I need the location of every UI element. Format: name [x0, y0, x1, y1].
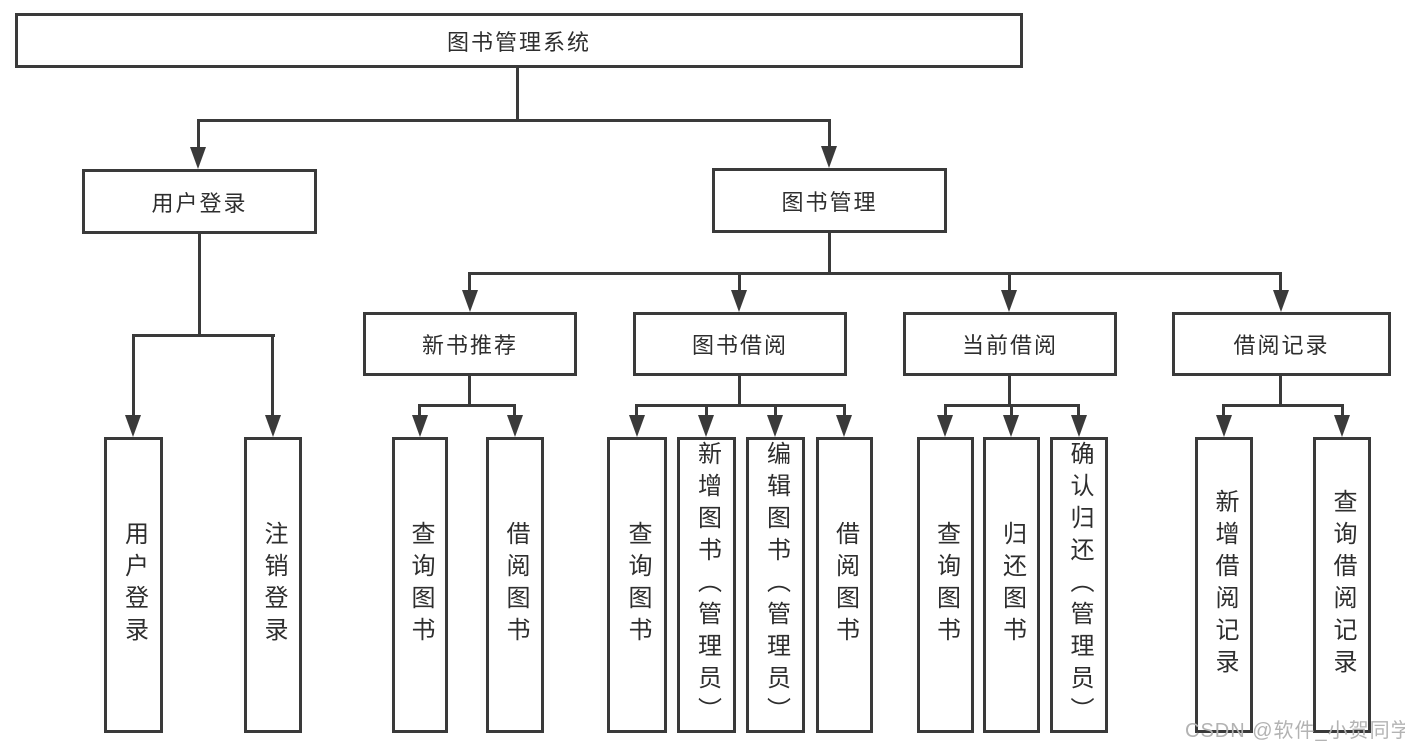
connector-line [468, 272, 1282, 275]
node-current-borrowing: 当前借阅 [903, 312, 1117, 376]
node-label: 查询图书 [932, 521, 960, 649]
node-label: 注销登录 [260, 521, 287, 649]
node-label: 确认归还（管理员） [1066, 441, 1093, 729]
node-label: 图书借阅 [691, 333, 788, 358]
arrowhead-icon [767, 415, 783, 437]
arrowhead-icon [821, 146, 837, 168]
node-label: 借阅图书 [502, 521, 529, 649]
connector-line [1341, 404, 1344, 420]
node-user-login: 用户登录 [82, 169, 317, 234]
node-book-borrowing: 图书借阅 [633, 312, 847, 376]
node-label: 图书管理 [781, 189, 878, 215]
csdn-watermark: CSDN @软件_小贺同学 [1185, 720, 1405, 742]
node-leaf-query-borrow-record: 查询借阅记录 [1313, 437, 1371, 733]
node-label: 编辑图书（管理员） [762, 441, 790, 729]
arrowhead-icon [507, 415, 523, 437]
connector-line [468, 272, 471, 294]
connector-line [738, 272, 741, 294]
connector-line [271, 334, 274, 420]
connector-line [828, 233, 831, 275]
node-label: 查询借阅记录 [1329, 489, 1356, 681]
node-leaf-query-books-current: 查询图书 [917, 437, 974, 733]
connector-line [1077, 404, 1080, 420]
node-leaf-logout: 注销登录 [244, 437, 302, 733]
connector-line [1010, 404, 1013, 420]
arrowhead-icon [1071, 415, 1087, 437]
connector-line [197, 119, 200, 151]
node-borrowing-records: 借阅记录 [1172, 312, 1391, 376]
connector-line [705, 404, 708, 420]
arrowhead-icon [190, 147, 206, 169]
arrowhead-icon [629, 415, 645, 437]
arrowhead-icon [1001, 290, 1017, 312]
connector-line [418, 404, 516, 407]
node-label: 归还图书 [998, 521, 1026, 649]
connector-line [774, 404, 777, 420]
arrowhead-icon [698, 415, 714, 437]
connector-line [944, 404, 947, 420]
node-label: 用户登录 [120, 521, 148, 649]
node-label: 图书管理系统 [446, 29, 591, 55]
node-label: 查询图书 [624, 521, 651, 649]
arrowhead-icon [125, 415, 141, 437]
node-label: 新书推荐 [421, 333, 518, 358]
node-leaf-confirm-return-admin: 确认归还（管理员） [1050, 437, 1108, 733]
node-leaf-user-login: 用户登录 [104, 437, 163, 733]
node-label: 新增借阅记录 [1211, 489, 1238, 681]
connector-line [1008, 376, 1011, 407]
arrowhead-icon [1003, 415, 1019, 437]
node-leaf-edit-books-admin: 编辑图书（管理员） [746, 437, 805, 733]
node-label: 借阅图书 [831, 521, 859, 649]
node-leaf-query-books-recommend: 查询图书 [392, 437, 448, 733]
arrowhead-icon [1273, 290, 1289, 312]
connector-line [1222, 404, 1225, 420]
node-leaf-query-books-borrowing: 查询图书 [607, 437, 667, 733]
node-leaf-add-books-admin: 新增图书（管理员） [677, 437, 736, 733]
connector-line [1008, 272, 1011, 294]
connector-line [516, 68, 519, 121]
node-leaf-borrow-books: 借阅图书 [816, 437, 873, 733]
arrowhead-icon [937, 415, 953, 437]
connector-line [132, 334, 275, 337]
arrowhead-icon [412, 415, 428, 437]
connector-line [418, 404, 421, 420]
node-leaf-return-books: 归还图书 [983, 437, 1040, 733]
arrowhead-icon [462, 290, 478, 312]
node-leaf-add-borrow-record: 新增借阅记录 [1195, 437, 1253, 733]
connector-line [843, 404, 846, 420]
arrowhead-icon [731, 290, 747, 312]
node-new-book-recommend: 新书推荐 [363, 312, 577, 376]
connector-line [1279, 272, 1282, 294]
arrowhead-icon [836, 415, 852, 437]
connector-line [738, 376, 741, 407]
connector-line [1222, 404, 1343, 407]
arrowhead-icon [1216, 415, 1232, 437]
node-label: 借阅记录 [1233, 333, 1330, 358]
node-label: 用户登录 [151, 190, 248, 216]
node-label: 新增图书（管理员） [693, 441, 721, 729]
connector-line [198, 234, 201, 337]
connector-line [635, 404, 845, 407]
node-library-management-system: 图书管理系统 [15, 13, 1023, 68]
connector-line [635, 404, 638, 420]
connector-line [132, 334, 135, 420]
connector-line [468, 376, 471, 407]
connector-line [1279, 376, 1282, 407]
node-book-management: 图书管理 [712, 168, 947, 233]
node-leaf-borrow-books-recommend: 借阅图书 [486, 437, 544, 733]
arrowhead-icon [265, 415, 281, 437]
connector-line [513, 404, 516, 420]
node-label: 查询图书 [407, 521, 434, 649]
arrowhead-icon [1334, 415, 1350, 437]
connector-line [828, 119, 831, 151]
connector-line [198, 119, 831, 122]
node-label: 当前借阅 [961, 333, 1058, 358]
